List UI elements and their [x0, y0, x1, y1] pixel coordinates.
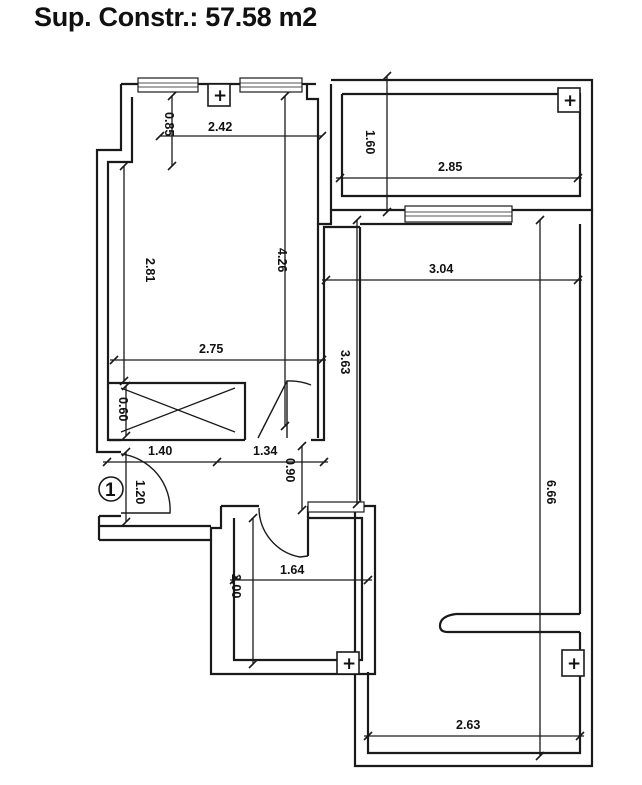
bedroom-window-left — [137, 77, 199, 93]
surface-area-title: Sup. Constr.: 57.58 m2 — [34, 2, 317, 32]
outlet-symbols: + + + + — [207, 83, 585, 677]
dimension-labels: 2.42 0.85 4.26 2.81 2.75 0.60 1.40 1.34 … — [116, 112, 558, 732]
windows — [137, 77, 513, 513]
dim-kitchen-width: 2.63 — [456, 718, 480, 732]
dim-bedroom-wall-length: 2.81 — [143, 258, 157, 282]
dim-bedroom-window-niche: 0.85 — [162, 112, 176, 136]
bedroom-right-wall — [305, 84, 320, 438]
dim-hall-length-right: 1.34 — [253, 444, 277, 458]
dim-bath-door: 0.90 — [283, 458, 297, 482]
dim-balcony-width: 2.85 — [438, 160, 462, 174]
hall-right-wall — [311, 225, 360, 442]
doors — [120, 380, 312, 558]
svg-text:+: + — [563, 91, 577, 111]
dim-bedroom-width-lower: 2.75 — [199, 342, 223, 356]
living-window — [404, 205, 513, 223]
bedroom-right-outer — [318, 84, 333, 226]
bathroom-inner-wall — [232, 516, 364, 662]
closet-wall — [109, 381, 247, 440]
bathroom-outer-wall — [209, 504, 377, 676]
plus-symbol-bathroom: + — [336, 651, 360, 675]
walls — [95, 78, 594, 768]
dim-closet-depth: 0.60 — [116, 397, 130, 421]
bedroom-door-swing — [286, 380, 312, 438]
living-outer-wall — [353, 210, 594, 768]
entrance-left-jamb — [97, 514, 121, 540]
balcony-outer-wall — [331, 78, 594, 212]
plus-symbol-bedroom: + — [207, 83, 231, 107]
bathroom-door-swing — [258, 507, 301, 558]
kitchen-inner-wall — [366, 632, 582, 755]
entrance-number: 1 — [105, 480, 116, 501]
svg-text:+: + — [213, 86, 227, 106]
dim-balcony-depth: 1.60 — [363, 130, 377, 154]
dimension-lines — [102, 71, 585, 761]
svg-text:+: + — [342, 654, 356, 674]
plus-symbol-kitchen: + — [561, 649, 585, 677]
bathroom-vent — [307, 501, 365, 513]
dim-living-wall: 3.63 — [338, 350, 352, 374]
closet-cross — [120, 387, 236, 433]
dim-hall-length-left: 1.40 — [148, 444, 172, 458]
kitchen-counter-end — [438, 612, 457, 634]
dim-living-width: 3.04 — [429, 262, 453, 276]
entrance-marker: 1 — [98, 476, 124, 502]
balcony-inner-wall — [340, 92, 582, 198]
entrance-door-swing — [120, 453, 171, 514]
dim-entry-width: 1.20 — [133, 480, 147, 504]
bedroom-window-right — [239, 77, 303, 93]
dim-bath-width: 1.64 — [280, 563, 304, 577]
dim-bath-depth: 2.00 — [229, 574, 243, 598]
dim-bedroom-depth: 4.26 — [275, 248, 289, 272]
bedroom-outer-left-wall — [95, 84, 123, 454]
entrance-wall — [99, 524, 211, 542]
dim-bedroom-width: 2.42 — [208, 120, 232, 134]
plus-symbol-balcony: + — [557, 87, 581, 113]
dim-living-depth: 6.66 — [544, 480, 558, 504]
kitchen-counter-divider — [448, 612, 580, 634]
svg-text:+: + — [567, 654, 581, 674]
